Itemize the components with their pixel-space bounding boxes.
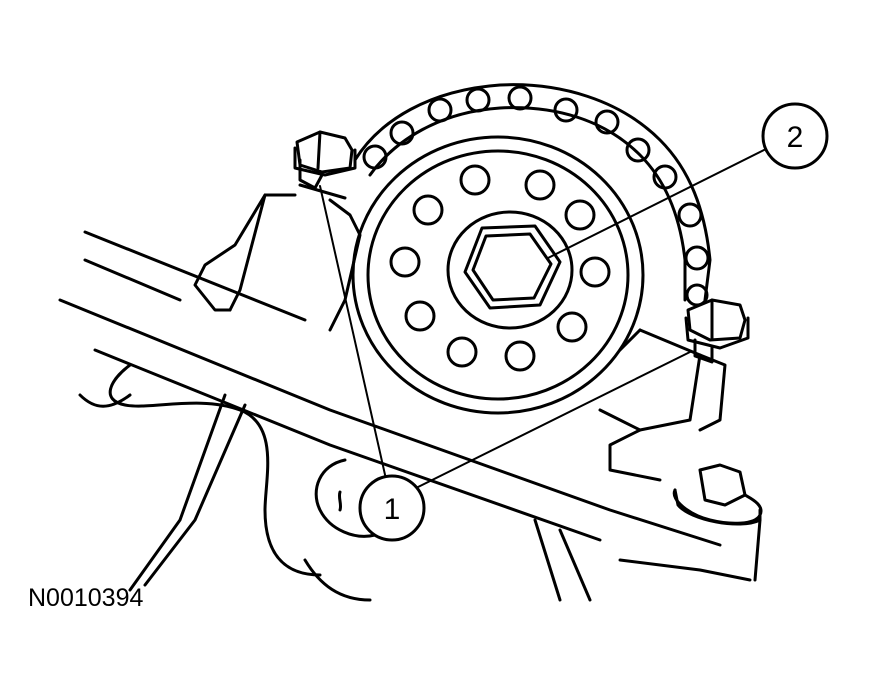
casting-boss — [314, 458, 377, 538]
timing-chain — [353, 83, 712, 307]
callout-1: 1 — [358, 474, 426, 542]
callout-2-number: 2 — [787, 121, 804, 154]
callout-2: 2 — [761, 102, 829, 170]
figure-id-label: N0010394 — [28, 584, 144, 612]
flange-bolt — [672, 463, 763, 526]
callout-leaders — [319, 147, 769, 491]
bolt-left — [293, 130, 357, 190]
bolt-right — [684, 298, 750, 364]
sprocket-center-bolt — [463, 224, 562, 310]
callout-1-number: 1 — [384, 493, 401, 526]
camshaft-sprocket — [351, 135, 645, 415]
bearing-cap — [193, 183, 727, 482]
cylinder-head-body — [58, 230, 762, 602]
